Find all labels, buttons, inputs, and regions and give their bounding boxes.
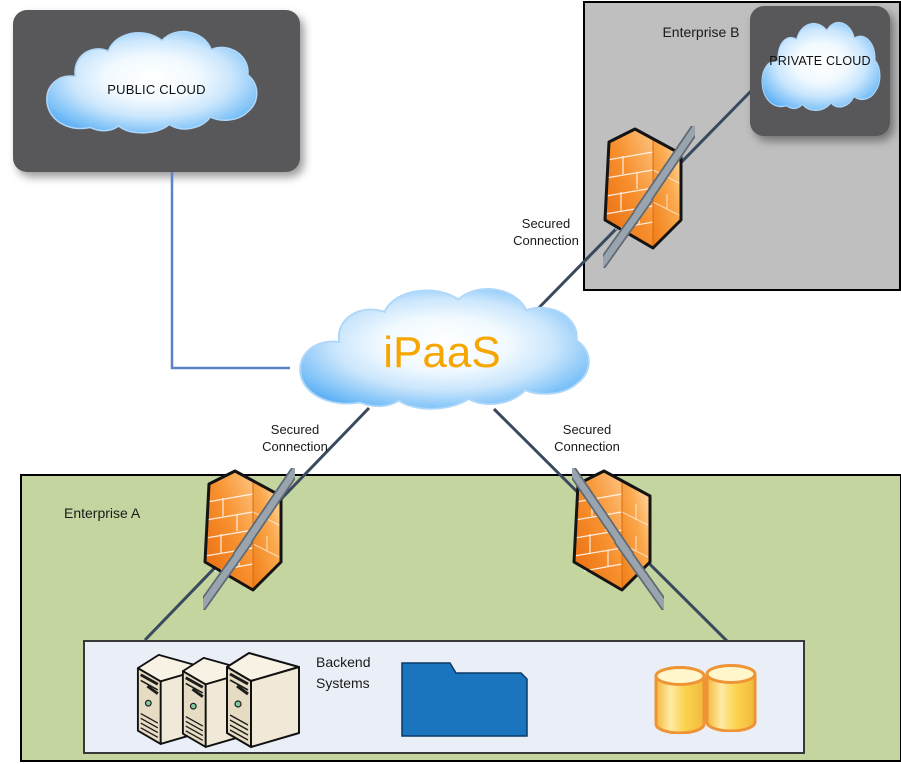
firewall-icon-enterprise-a-left [203,468,295,610]
public-cloud-label: PUBLIC CLOUD [107,82,206,97]
firewall-icon-enterprise-a-right [572,468,664,610]
enterprise-b-title: Enterprise B [662,24,740,40]
firewall-icon-enterprise-b [603,126,695,268]
public-cloud-link-line [170,172,290,370]
folder-icon [401,662,528,737]
enterprise-a-title: Enterprise A [64,505,141,521]
database-icon [705,664,757,732]
ipaas-cloud: iPaaS [288,280,596,422]
private-cloud-icon [757,16,883,120]
private-cloud-label: PRIVATE CLOUD [769,54,871,68]
database-icon [654,666,706,734]
private-cloud-box: PRIVATE CLOUD [750,6,890,136]
secured-connection-label-right: Secured Connection [554,422,620,454]
secured-connection-label-private: Secured Connection [513,216,579,248]
ipaas-label: iPaaS [383,328,501,378]
backend-systems-label: Backend Systems [316,654,371,691]
server-icon [224,645,302,751]
secured-connection-label-left: Secured Connection [262,422,328,454]
